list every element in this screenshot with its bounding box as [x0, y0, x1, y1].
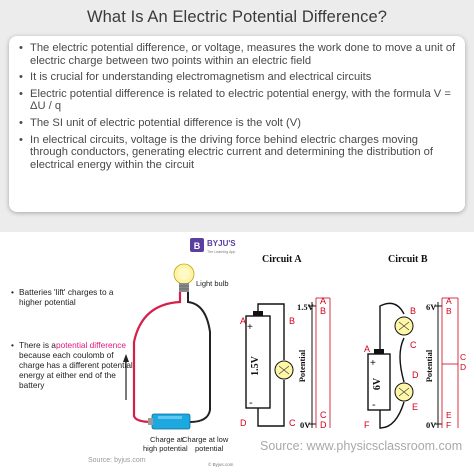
svg-text:•: •	[11, 287, 14, 297]
charge-high-label: Charge at	[150, 435, 184, 444]
circuit-a-label-c: C	[289, 418, 296, 428]
circuit-b-label-d2: D	[460, 362, 466, 372]
current-arrow-head	[123, 354, 129, 362]
byjus-logo: B BYJU'S The Learning App	[190, 238, 236, 254]
circuit-a-battery-label: 1.5V	[250, 355, 261, 376]
circuit-a-label-a2: A	[320, 296, 326, 306]
note-pd-line-2: charge has a different potential	[19, 360, 133, 370]
circuit-b-label-a: A	[364, 344, 370, 354]
svg-text:•: •	[11, 340, 14, 350]
note-pd-prefix: There is a	[19, 340, 56, 350]
circuit-b-label-a2: A	[446, 296, 452, 306]
circuit-b-label-c2: C	[460, 352, 466, 362]
wire-low	[187, 292, 211, 423]
circuit-b-battery-label: 6V	[372, 377, 383, 390]
page-title: What Is An Electric Potential Difference…	[86, 8, 388, 26]
circuit-a-axis-label: Potential	[297, 349, 307, 382]
note-pd-line-4: battery	[19, 380, 45, 390]
circuit-a-top-voltage: 1.5V	[297, 302, 315, 312]
figure-svg: B BYJU'S The Learning App Light bulb Cha…	[11, 238, 466, 467]
circuit-a-label-a: A	[240, 316, 246, 326]
circuit-b-label-b2: B	[446, 306, 452, 316]
note-pd-line-1: because each coulomb of	[19, 350, 114, 360]
circuit-b-label-c: C	[410, 340, 417, 350]
svg-text:+: +	[247, 322, 253, 333]
circuit-a-potential-axis	[308, 297, 331, 428]
svg-text:+: +	[370, 358, 376, 369]
circuit-a-label-b2: B	[320, 306, 326, 316]
circuit-b-label-e2: E	[446, 410, 452, 420]
note-batteries-line-2: higher potential	[19, 297, 76, 307]
left-source: Source: byjus.com	[88, 457, 146, 464]
bullet-item: The SI unit of electric potential differ…	[19, 117, 457, 130]
circuit-a-label-d2: D	[320, 420, 327, 430]
circuit-a-diagram: + -	[245, 303, 294, 427]
circuit-b-bottom-voltage: 0V	[426, 420, 437, 430]
left-watermark: © Byjus.com	[208, 461, 234, 467]
bullet-list: The electric potential difference, or vo…	[19, 42, 457, 171]
bullet-card: The electric potential difference, or vo…	[9, 36, 465, 212]
wire-high	[132, 292, 182, 424]
note-pd-highlight: potential difference	[56, 340, 126, 350]
bullet-item: The electric potential difference, or vo…	[19, 42, 457, 67]
circuit-a-bottom-voltage: 0V	[300, 420, 311, 430]
bullet-item: Electric potential difference is related…	[19, 88, 457, 113]
light-bulb-icon	[173, 263, 195, 292]
charge-low-label: Charge at low	[182, 435, 229, 444]
note-pd-line-3: energy at either end of the	[19, 370, 116, 380]
bullet-item: In electrical circuits, voltage is the d…	[19, 134, 457, 172]
circuit-a-label-c2: C	[320, 410, 327, 420]
bullet-item: It is crucial for understanding electrom…	[19, 71, 457, 84]
battery-icon	[148, 413, 191, 430]
circuit-b-label-d: D	[412, 370, 419, 380]
circuit-b-label-f: F	[364, 420, 370, 430]
circuit-b-title: Circuit B	[388, 254, 428, 265]
logo-tagline: The Learning App	[207, 250, 235, 254]
charge-high-label-2: high potential	[143, 444, 188, 453]
svg-text:-: -	[372, 399, 376, 411]
circuit-b-axis-label: Potential	[424, 349, 434, 382]
charge-low-label-2: potential	[195, 444, 224, 453]
note-batteries-line-1: Batteries 'lift' charges to a	[19, 287, 114, 297]
circuit-b-diagram: + -	[367, 302, 414, 429]
svg-text:B: B	[194, 241, 201, 251]
circuit-a-label-b: B	[289, 316, 295, 326]
right-source: Source: www.physicsclassroom.com	[260, 439, 462, 453]
figure-panel: B BYJU'S The Learning App Light bulb Cha…	[0, 232, 474, 474]
circuit-b-label-e: E	[412, 402, 418, 412]
circuit-b-top-voltage: 6V	[426, 302, 437, 312]
circuit-b-label-b: B	[410, 306, 416, 316]
circuit-b-potential-axis	[434, 297, 459, 428]
logo-text: BYJU'S	[207, 239, 236, 248]
svg-text:-: -	[249, 397, 253, 409]
circuit-a-title: Circuit A	[262, 254, 302, 265]
circuit-a-label-d: D	[240, 418, 247, 428]
circuit-b-label-f2: F	[446, 420, 451, 430]
light-bulb-label: Light bulb	[196, 279, 229, 288]
